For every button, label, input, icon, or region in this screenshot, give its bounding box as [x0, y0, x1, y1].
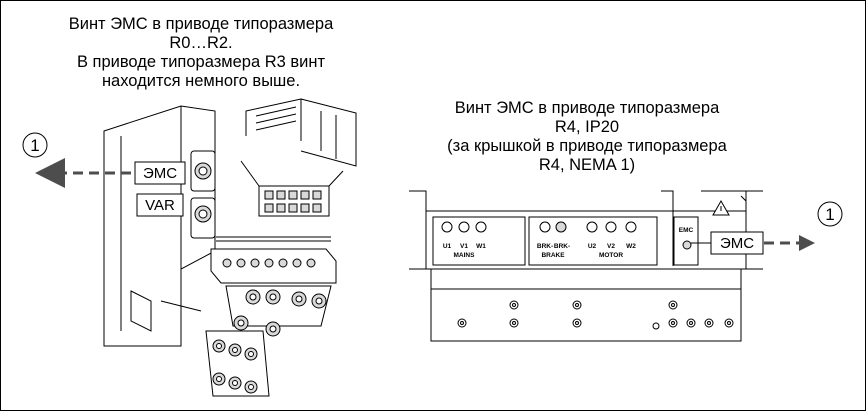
right-emc-callout: ЭМС 1 [691, 201, 843, 255]
term-v1: V1 [460, 243, 468, 250]
right-caption-line-2: R4, IP20 [554, 118, 620, 136]
term-brk-1: BRK- [537, 243, 553, 250]
term-u2: U2 [588, 243, 597, 250]
term-brake-group: BRAKE [541, 252, 565, 259]
right-emc-label: ЭМС [720, 235, 754, 252]
var-box [136, 193, 184, 217]
term-mains-group: MAINS [454, 252, 476, 259]
term-emc-small: EMC [679, 227, 694, 234]
var-label: VAR [145, 197, 175, 214]
term-u1: U1 [443, 243, 452, 250]
left-caption: Винт ЭМС в приводе типоразмера R0…R2. В … [1, 15, 401, 91]
right-callout-number: 1 [825, 205, 834, 224]
right-arrowhead [799, 235, 815, 251]
left-caption-line-2: R0…R2. [169, 34, 233, 52]
term-v2: V2 [607, 243, 615, 250]
left-callout-number: 1 [30, 136, 39, 155]
left-emc-callout: 1 ЭМС VAR [22, 132, 186, 217]
right-terminal-labels: U1 V1 W1 MAINS BRK- BRK- BRAKE U2 V2 W2 … [443, 227, 694, 259]
right-caption-line-3: (за крышкой в приводе типоразмера [447, 137, 727, 155]
left-caption-line-4: находится немного выше. [101, 72, 301, 90]
left-callout-number-circle [22, 132, 48, 158]
right-callout-number-circle [817, 201, 843, 227]
left-caption-line-1: Винт ЭМС в приводе типоразмера [68, 15, 334, 33]
term-w2: W2 [626, 243, 636, 250]
term-brk-2: BRK- [554, 243, 570, 250]
left-emc-box [134, 161, 186, 185]
right-terminal-screws [441, 221, 637, 233]
term-motor-group: MOTOR [599, 252, 623, 259]
right-caption-line-4: R4, NEMA 1) [538, 156, 636, 174]
left-drive [103, 98, 357, 397]
right-caption: Винт ЭМС в приводе типоразмера R4, IP20 … [397, 99, 777, 175]
left-caption-line-3: В приводе типоразмера R3 винт [76, 53, 326, 71]
term-w1: W1 [476, 243, 486, 250]
right-drive [409, 190, 763, 342]
right-caption-line-1: Винт ЭМС в приводе типоразмера [454, 99, 720, 117]
left-emc-label: ЭМС [143, 165, 177, 182]
